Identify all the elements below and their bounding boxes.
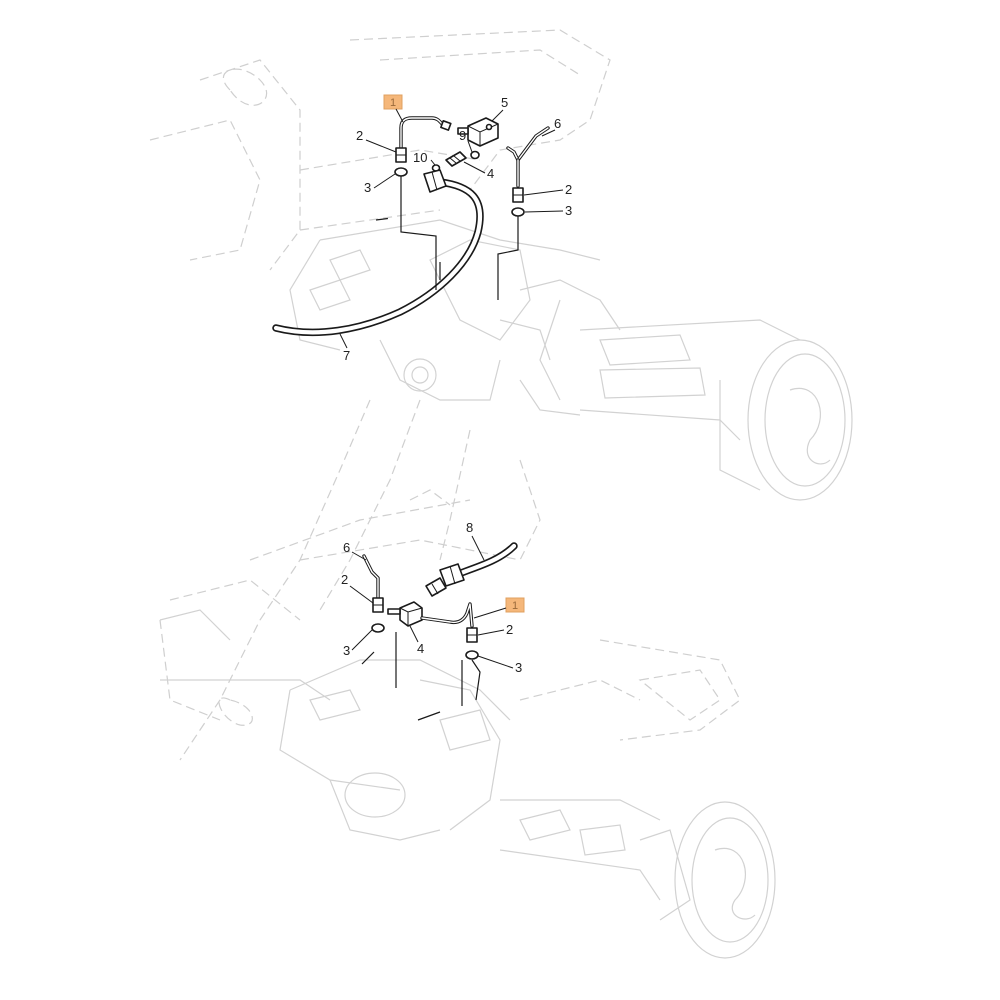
top-tee-block-5 bbox=[457, 117, 499, 147]
bottom-callout-6: 6 bbox=[343, 540, 350, 555]
top-callout-2b: 2 bbox=[565, 182, 572, 197]
bottom-pipe-1 bbox=[420, 602, 474, 628]
top-callout-6: 6 bbox=[554, 116, 561, 131]
top-assembly-guide-lines bbox=[375, 176, 519, 300]
top-callout-1-highlight bbox=[383, 94, 403, 110]
bottom-fitting-2-right bbox=[466, 627, 478, 643]
top-washer-3-right bbox=[511, 207, 525, 217]
bottom-washer-3-left bbox=[371, 623, 385, 633]
top-callout-4: 4 bbox=[487, 166, 494, 181]
top-callout-3a: 3 bbox=[364, 180, 371, 195]
top-washer-3-left bbox=[394, 167, 408, 177]
bottom-callouts: 6 8 2 1 2 3 4 3 bbox=[341, 520, 525, 675]
bottom-callout-2a: 2 bbox=[341, 572, 348, 587]
bottom-washer-3-right bbox=[465, 650, 479, 660]
bottom-callout-2b: 2 bbox=[506, 622, 513, 637]
top-oring-9 bbox=[470, 150, 480, 160]
top-hose-7 bbox=[272, 169, 484, 337]
top-callout-7: 7 bbox=[343, 348, 350, 363]
bottom-assembly-guide-lines bbox=[361, 632, 481, 721]
bottom-callout-4: 4 bbox=[417, 641, 424, 656]
top-pipe-6 bbox=[506, 126, 550, 188]
bottom-callout-3b: 3 bbox=[515, 660, 522, 675]
bottom-callout-8: 8 bbox=[466, 520, 473, 535]
top-adapter-4 bbox=[445, 151, 467, 167]
bottom-pipe-6 bbox=[362, 554, 380, 600]
bottom-callout-1: 1 bbox=[512, 600, 518, 612]
bottom-tee-4 bbox=[387, 601, 423, 627]
top-callout-10: 10 bbox=[413, 150, 427, 165]
bottom-callout-1-highlight bbox=[505, 597, 525, 613]
top-pipe-1 bbox=[399, 116, 452, 150]
chassis-frame-ghost bbox=[149, 29, 741, 761]
top-callout-9: 9 bbox=[459, 128, 466, 143]
top-callout-3b: 3 bbox=[565, 203, 572, 218]
bottom-callout-3a: 3 bbox=[343, 643, 350, 658]
bottom-fitting-2-left bbox=[372, 597, 384, 613]
top-callouts: 1 2 3 5 9 10 4 6 2 3 7 bbox=[339, 94, 572, 363]
bottom-hose-8 bbox=[425, 542, 518, 597]
top-fitting-2-right bbox=[512, 187, 524, 203]
top-callout-5: 5 bbox=[501, 95, 508, 110]
top-callout-1: 1 bbox=[390, 97, 396, 109]
top-fitting-2-left bbox=[395, 147, 407, 163]
top-callout-2a: 2 bbox=[356, 128, 363, 143]
rear-axle-ghost bbox=[159, 609, 776, 959]
front-axle-ghost bbox=[289, 219, 853, 501]
